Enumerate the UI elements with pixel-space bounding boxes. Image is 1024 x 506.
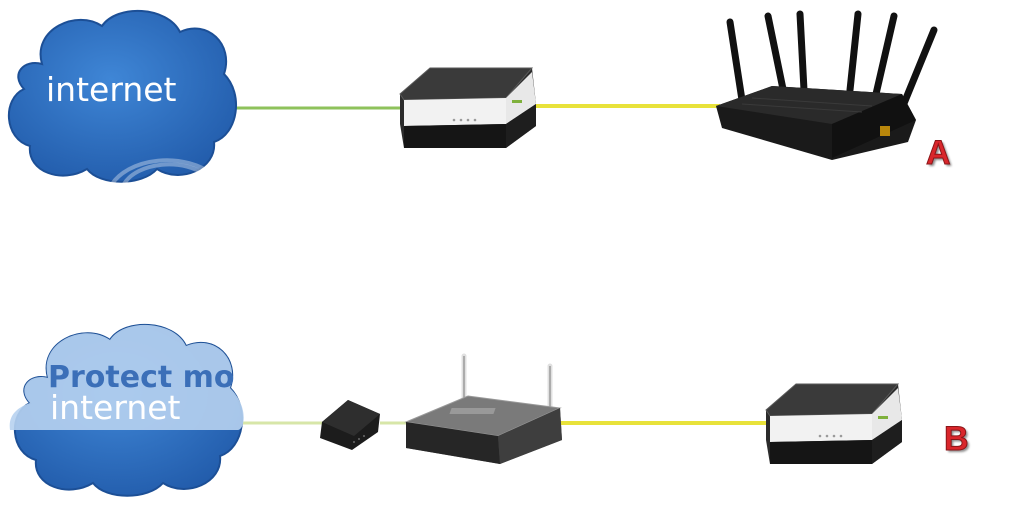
modem-a [399, 67, 536, 148]
router-a [716, 10, 938, 160]
cloud-label-a: internet [46, 70, 177, 109]
modem-b [765, 383, 902, 464]
cloud-label-b: internet [50, 388, 181, 427]
internet-cloud-b [9, 323, 244, 497]
router-b [404, 353, 562, 464]
switch-b [320, 400, 380, 450]
internet-cloud-a [8, 9, 238, 186]
label-a: A [926, 134, 952, 173]
label-b: B [944, 420, 970, 459]
cloud-overlay-text-b: Protect mo [48, 360, 235, 395]
